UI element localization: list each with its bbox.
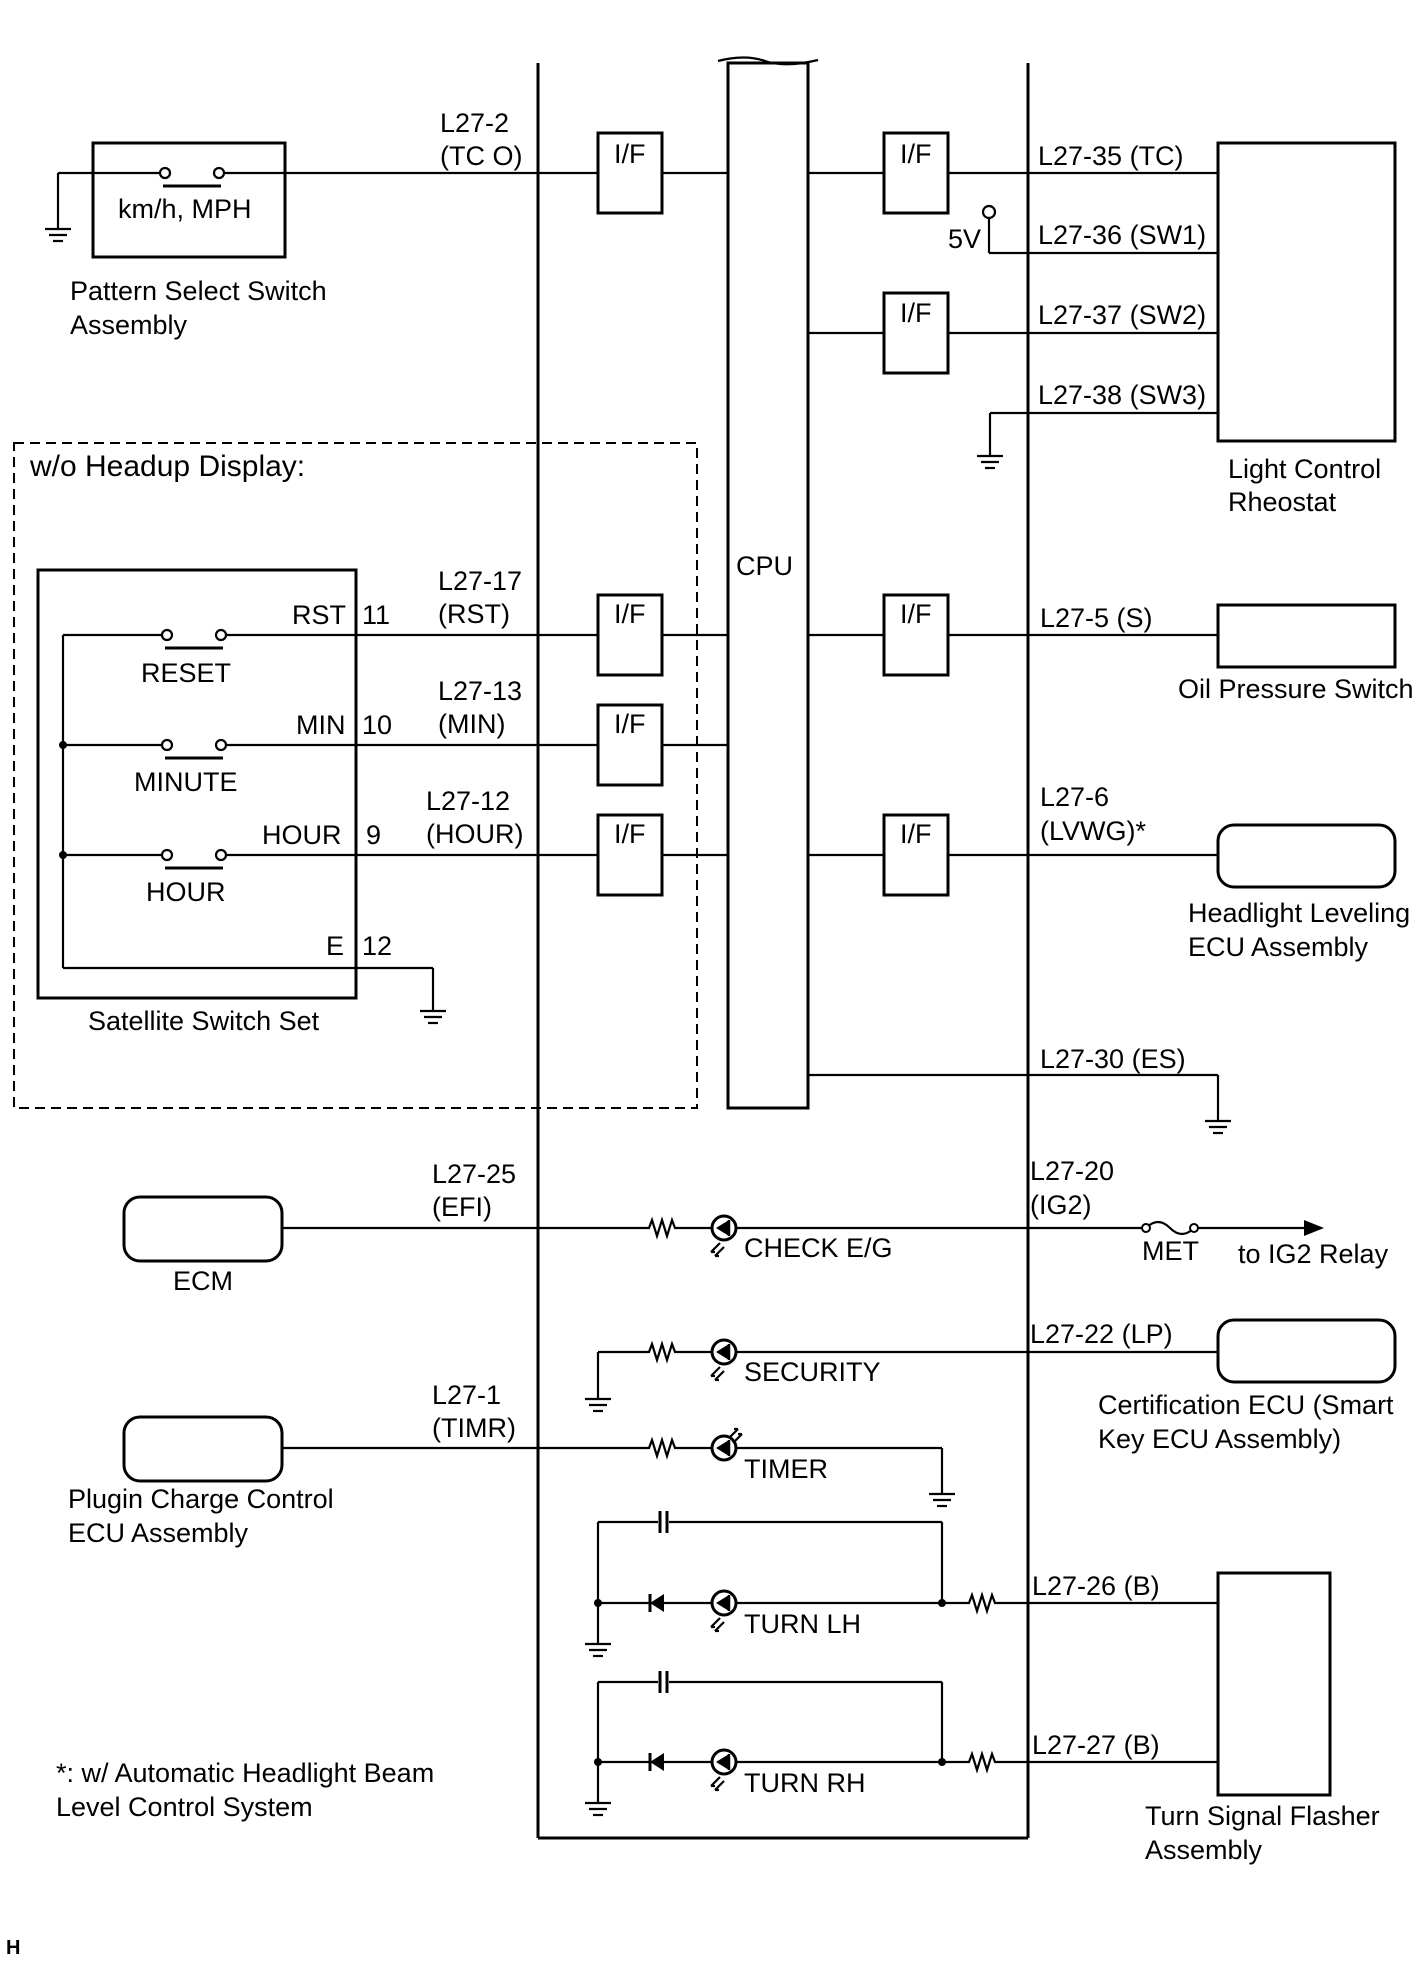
terminal-label: L27-5 (S) (1040, 603, 1153, 633)
terminal-label: L27-12 (426, 786, 510, 816)
cpu-block: CPU (717, 56, 819, 1110)
satellite-pin-number: 10 (362, 710, 392, 740)
terminal-label: L27-27 (B) (1032, 1730, 1160, 1760)
terminal-label: (TC O) (440, 141, 522, 171)
terminal-label: L27-20 (1030, 1156, 1114, 1186)
interface-blocks-right: I/F I/F I/F I/F (882, 131, 950, 897)
turn-rh-circuit: TURN RH L27-27 (B) (583, 1671, 1218, 1817)
ecm-name: ECM (173, 1266, 233, 1296)
footnote-line: Level Control System (56, 1792, 313, 1822)
oil-pressure-switch: L27-5 (S) Oil Pressure Switch (948, 603, 1414, 704)
turn-lh-circuit: TURN LH L27-26 (B) (583, 1511, 1218, 1658)
terminal-label: L27-38 (SW3) (1038, 380, 1206, 410)
terminal-label: (LVWG)* (1040, 816, 1146, 846)
interface-label: I/F (614, 709, 646, 739)
relay-label: to IG2 Relay (1238, 1239, 1389, 1269)
interface-label: I/F (614, 599, 646, 629)
terminal-label: L27-36 (SW1) (1038, 220, 1206, 250)
satellite-pin-name: RST (292, 600, 346, 630)
plugin-charge-name: ECU Assembly (68, 1518, 249, 1548)
interface-label: I/F (614, 139, 646, 169)
satellite-switch-name: Satellite Switch Set (88, 1006, 320, 1036)
headlight-leveling-name: ECU Assembly (1188, 932, 1369, 962)
satellite-pin-number: 9 (366, 820, 381, 850)
certification-name: Key ECU Assembly) (1098, 1424, 1341, 1454)
satellite-pin-number: 11 (362, 600, 390, 630)
interface-label: I/F (900, 599, 932, 629)
cpu-wires (662, 171, 1233, 1135)
indicator-label: SECURITY (744, 1357, 881, 1387)
timer-circuit: TIMER Plugin Charge Control ECU Assembly… (68, 1380, 957, 1548)
cpu-label: CPU (736, 551, 793, 581)
terminal-label: L27-26 (B) (1032, 1571, 1160, 1601)
pattern-switch-inner-label: km/h, MPH (118, 194, 252, 224)
oil-pressure-name: Oil Pressure Switch (1178, 674, 1414, 704)
terminal-label: L27-13 (438, 676, 522, 706)
turn-flasher-name: Assembly (1145, 1835, 1263, 1865)
terminal-label: (RST) (438, 599, 510, 629)
terminal-label: L27-22 (LP) (1030, 1319, 1173, 1349)
indicator-label: TURN LH (744, 1609, 861, 1639)
fuse-label: MET (1142, 1236, 1199, 1266)
watermark-letter: H (6, 1937, 20, 1959)
satellite-pin-name: MIN (296, 710, 346, 740)
switch-label: RESET (141, 658, 231, 688)
light-rheostat-name: Rheostat (1228, 487, 1337, 517)
terminal-label: (TIMR) (432, 1413, 516, 1443)
terminal-label: L27-35 (TC) (1038, 141, 1184, 171)
terminal-label: L27-1 (432, 1380, 501, 1410)
headlight-leveling-name: Headlight Leveling (1188, 898, 1410, 928)
plugin-charge-name: Plugin Charge Control (68, 1484, 334, 1514)
pattern-select-switch: km/h, MPH Pattern Select Switch Assembly… (43, 108, 598, 340)
terminal-label: L27-6 (1040, 782, 1109, 812)
terminal-label: L27-2 (440, 108, 509, 138)
terminal-label: L27-17 (438, 566, 522, 596)
terminal-label: L27-30 (ES) (1040, 1044, 1186, 1074)
headup-region-title: w/o Headup Display: (29, 450, 305, 483)
turn-signal-flasher: Turn Signal Flasher Assembly (1145, 1571, 1380, 1865)
indicator-label: TIMER (744, 1454, 828, 1484)
terminal-label: L27-37 (SW2) (1038, 300, 1206, 330)
switch-label: HOUR (146, 877, 226, 907)
terminal-label: (HOUR) (426, 819, 523, 849)
switch-label: MINUTE (134, 767, 238, 797)
pattern-switch-name: Assembly (70, 310, 188, 340)
satellite-pin-number: 12 (362, 931, 392, 961)
light-control-rheostat: L27-35 (TC) 5V L27-36 (SW1) L27-37 (SW2)… (948, 141, 1397, 517)
terminal-label: L27-25 (432, 1159, 516, 1189)
satellite-pin-name: HOUR (262, 820, 342, 850)
five-volt-label: 5V (948, 224, 981, 254)
headup-display-region: w/o Headup Display: (13, 442, 698, 1109)
satellite-switch-set: RESET RST 11 MINUTE MIN 10 HOUR HOUR 9 E… (36, 566, 598, 1036)
turn-flasher-name: Turn Signal Flasher (1145, 1801, 1380, 1831)
interface-label: I/F (614, 819, 646, 849)
interface-blocks-left: I/F I/F I/F I/F (596, 131, 664, 897)
light-rheostat-name: Light Control (1228, 454, 1381, 484)
indicator-label: TURN RH (744, 1768, 866, 1798)
security-circuit: SECURITY L27-22 (LP) Certification ECU (… (583, 1318, 1397, 1454)
headlight-leveling-ecu: L27-6 (LVWG)* Headlight Leveling ECU Ass… (948, 782, 1410, 962)
footnote: *: w/ Automatic Headlight Beam Level Con… (56, 1758, 434, 1822)
satellite-pin-name: E (326, 931, 344, 961)
meter-outline (536, 63, 1030, 1840)
interface-label: I/F (900, 819, 932, 849)
interface-label: I/F (900, 298, 932, 328)
pattern-switch-name: Pattern Select Switch (70, 276, 327, 306)
interface-label: I/F (900, 139, 932, 169)
terminal-label: (EFI) (432, 1192, 492, 1222)
footnote-line: *: w/ Automatic Headlight Beam (56, 1758, 434, 1788)
ecm-check-engine-circuit: ECM CHECK E/G MET to IG2 Relay L27-25 (E… (122, 1156, 1389, 1296)
terminal-label: (IG2) (1030, 1190, 1092, 1220)
terminal-label: (MIN) (438, 709, 505, 739)
certification-name: Certification ECU (Smart (1098, 1390, 1394, 1420)
indicator-label: CHECK E/G (744, 1233, 893, 1263)
